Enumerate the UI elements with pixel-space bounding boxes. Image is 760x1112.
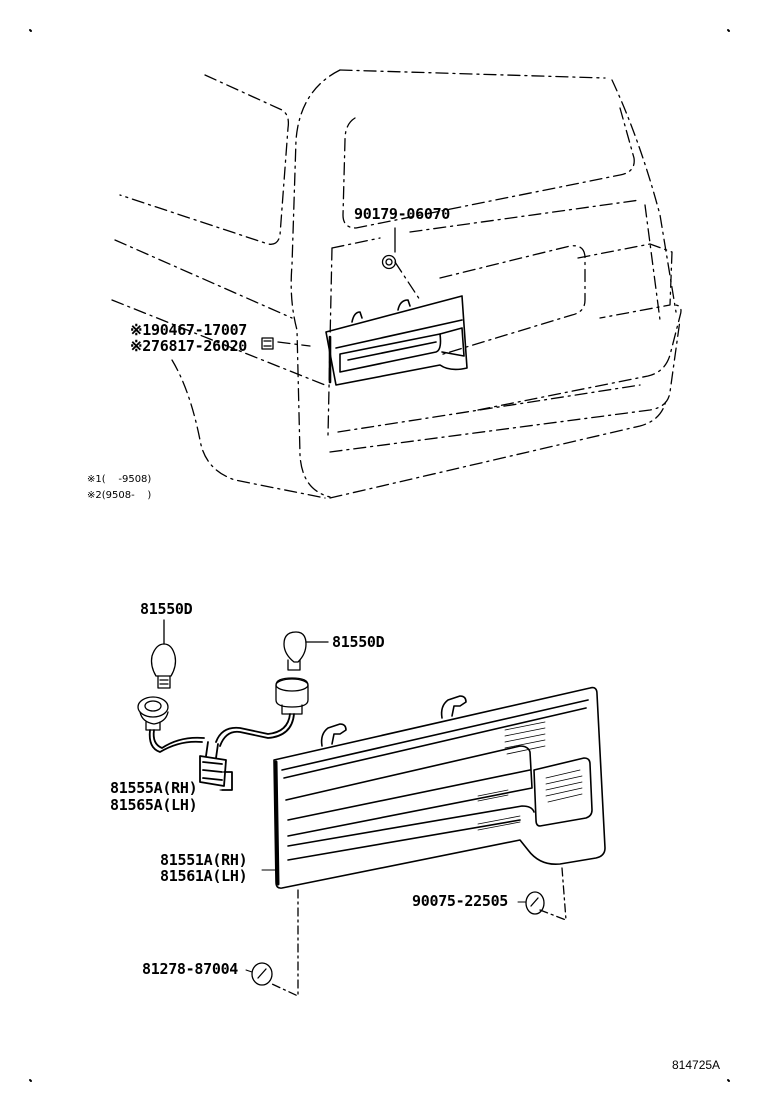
part-label-90179-06070: 90179-06070 [354, 205, 451, 223]
bulb-left [150, 619, 177, 689]
part-label-81551a-rh: 81551A(RH) [160, 851, 248, 869]
part-label-76817-26020: ※276817-26020 [130, 337, 248, 355]
part-label-90467-17007: ※190467-17007 [130, 321, 248, 339]
part-label-81550d-right: 81550D [332, 633, 385, 651]
footnote-2: ※2(9508- ) [87, 490, 152, 501]
part-label-81555a-rh: 81555A(RH) [110, 779, 198, 797]
wire-harness [148, 713, 295, 791]
nut-90075 [525, 867, 567, 921]
clip-90467 [261, 337, 274, 350]
part-label-90075-22505: 90075-22505 [412, 892, 509, 910]
part-label-81550d-left: 81550D [140, 600, 193, 618]
corner-marks [29, 29, 730, 1082]
vehicle-rear-outline [111, 69, 682, 499]
socket-right [275, 677, 309, 715]
part-label-81561a-lh: 81561A(LH) [160, 867, 248, 885]
garnish-installed [325, 295, 468, 386]
leader-lines [219, 789, 527, 973]
garnish-panel [273, 686, 606, 889]
footnote-1: ※1( -9508) [87, 474, 152, 485]
retainer-81278 [251, 889, 299, 997]
nut-90179 [381, 227, 397, 270]
socket-left [137, 696, 169, 731]
diagram-reference-number: 814725A [672, 1058, 721, 1072]
bulb-right [283, 631, 329, 671]
part-label-81278-87004: 81278-87004 [142, 960, 239, 978]
part-label-81565a-lh: 81565A(LH) [110, 796, 198, 814]
